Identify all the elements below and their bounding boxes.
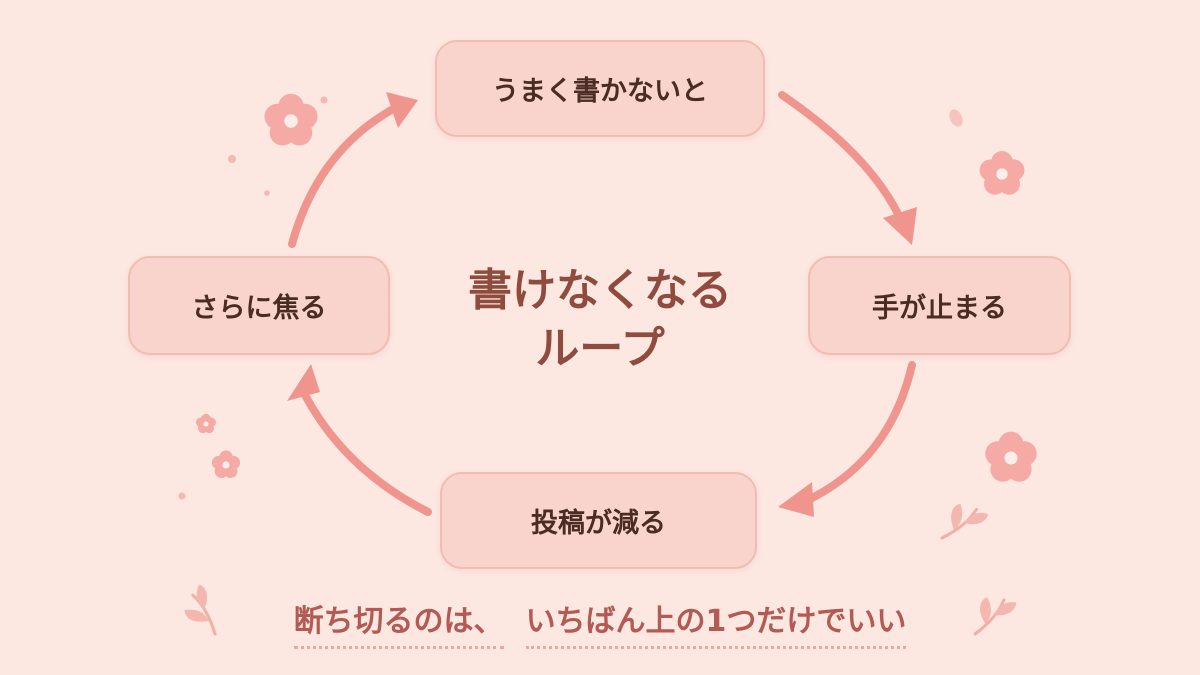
arrow-top-to-right [778,91,904,222]
footer-part1: 断ち切るのは、 [293,596,504,649]
center-title-line1: 書けなくなる [468,265,732,316]
arrowhead-bottom [778,482,814,517]
cycle-node-left: さらに焦る [128,256,390,355]
cherry-blossom-icon [264,93,318,146]
cherry-blossom-icon [211,450,241,479]
arrowhead-left [287,364,320,401]
leaf-sprig-icon [932,493,991,554]
cherry-blossom-icon [196,413,216,434]
arrowhead-right [883,207,917,245]
petal-icon [949,109,963,127]
cycle-node-right: 手が止まる [808,256,1071,355]
decorations [174,93,1037,647]
cherry-blossom-icon [979,151,1025,195]
center-title: 書けなくなる ループ [410,262,790,378]
arrow-right-to-bottom [804,361,916,504]
cycle-node-top: うまく書かないと [435,40,765,137]
arrowhead-top [386,92,418,128]
cycle-node-bottom: 投稿が減る [440,472,757,569]
arrow-bottom-to-left [301,391,432,516]
footer-part2: いちばん上の1つだけでいい [525,596,907,649]
cycle-arrows [288,91,916,516]
arrow-heads [287,92,917,517]
cherry-blossom-icon [985,431,1037,482]
arrow-left-to-top [288,104,399,248]
footer-message: 断ち切るのは、いちばん上の1つだけでいい [0,596,1200,649]
center-title-line2: ループ [535,323,665,374]
